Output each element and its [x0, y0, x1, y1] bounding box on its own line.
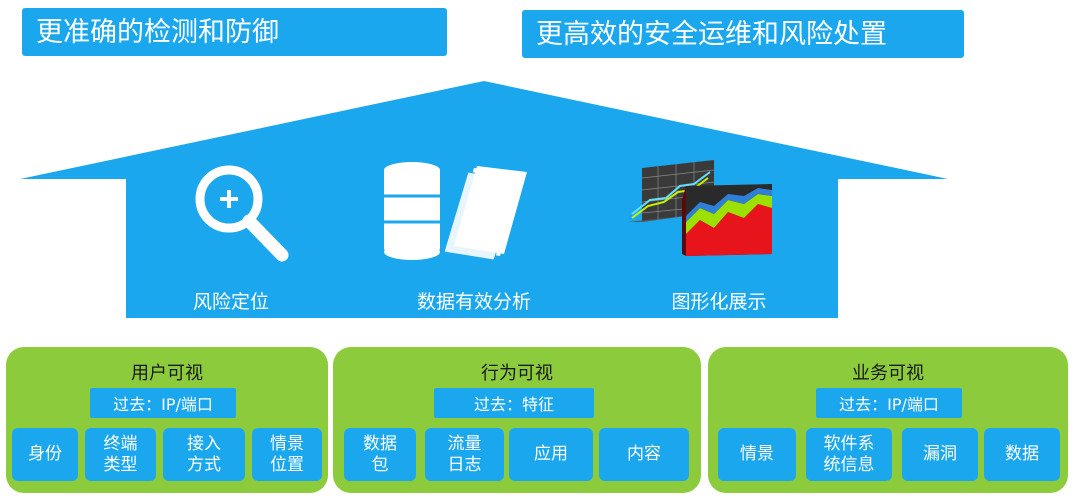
feature-data-analysis: 数据有效分析	[416, 291, 531, 313]
cell-traffic-log: 流量 日志	[425, 428, 504, 481]
cell-application: 应用	[509, 428, 593, 481]
banner-efficient-operations: 更高效的安全运维和风险处置	[522, 10, 964, 58]
feature-graphic-display: 图形化展示	[671, 291, 767, 313]
cell-identity: 身份	[12, 428, 78, 481]
banner-right-text: 更高效的安全运维和风险处置	[536, 18, 887, 50]
3d-chart-icon	[628, 160, 772, 256]
cell-data-packet: 数据 包	[344, 428, 416, 481]
panel-user-visibility: 用户可视 过去：IP/端口 身份 终端 类型 接入 方式 情景 位置	[6, 347, 328, 493]
panel-subtitle: 过去：IP/端口	[816, 388, 962, 418]
panel-title: 行为可视	[481, 363, 553, 384]
panel-subtitle: 过去：特征	[434, 388, 594, 418]
cell-software-system-info: 软件系 统信息	[806, 428, 892, 481]
cell-vulnerability: 漏洞	[902, 428, 978, 481]
panel-behavior-visibility: 行为可视 过去：特征 数据 包 流量 日志 应用 内容	[333, 347, 701, 493]
panel-business-visibility: 业务可视 过去：IP/端口 情景 软件系 统信息 漏洞 数据	[708, 347, 1068, 493]
cell-context-location: 情景 位置	[252, 428, 322, 481]
feature-risk-location: 风险定位	[192, 291, 269, 313]
panel-title: 用户可视	[131, 363, 203, 384]
cell-terminal-type: 终端 类型	[85, 428, 156, 481]
cell-context: 情景	[718, 428, 796, 481]
magnifier-plus-icon	[195, 165, 289, 262]
cell-data: 数据	[984, 428, 1060, 481]
banner-accurate-detection: 更准确的检测和防御	[22, 8, 447, 56]
panel-subtitle: 过去：IP/端口	[90, 388, 236, 418]
cell-content: 内容	[599, 428, 689, 481]
database-documents-icon	[384, 162, 527, 261]
banner-left-text: 更准确的检测和防御	[36, 16, 279, 48]
panel-title: 业务可视	[852, 363, 924, 384]
cell-access-method: 接入 方式	[163, 428, 245, 481]
